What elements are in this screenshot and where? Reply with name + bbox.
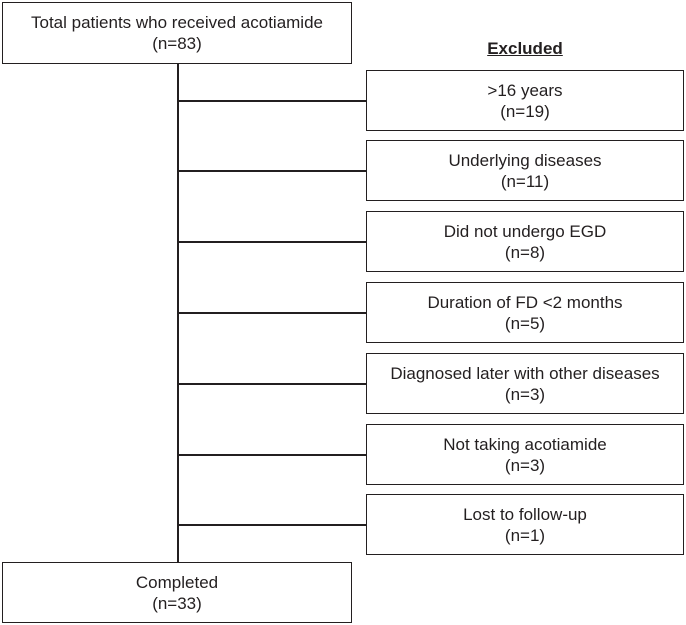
completed-label: Completed	[135, 572, 219, 592]
exclusion-count: (n=19)	[500, 101, 550, 121]
branch-line-4	[177, 312, 366, 314]
exclusion-label: Did not undergo EGD	[443, 221, 607, 241]
exclusion-label: Diagnosed later with other diseases	[390, 363, 660, 383]
exclusion-count: (n=8)	[504, 242, 546, 262]
excluded-heading: Excluded	[487, 39, 563, 58]
branch-line-1	[177, 100, 366, 102]
branch-line-2	[177, 170, 366, 172]
completed-count: (n=33)	[152, 593, 202, 613]
exclusion-box-lost-follow-up: Lost to follow-up (n=1)	[366, 494, 684, 555]
exclusion-box-other-diseases: Diagnosed later with other diseases (n=3…	[366, 353, 684, 414]
exclusion-count: (n=11)	[500, 171, 550, 191]
total-patients-count: (n=83)	[152, 34, 202, 53]
exclusion-box-age: >16 years (n=19)	[366, 70, 684, 131]
total-patients-box: Total patients who received acotiamide (…	[2, 2, 352, 64]
branch-line-7	[177, 524, 366, 526]
branch-line-3	[177, 241, 366, 243]
exclusion-box-not-taking: Not taking acotiamide (n=3)	[366, 424, 684, 485]
exclusion-box-fd-duration: Duration of FD <2 months (n=5)	[366, 282, 684, 343]
exclusion-count: (n=3)	[504, 384, 546, 404]
completed-box: Completed (n=33)	[2, 562, 352, 623]
exclusion-label: >16 years	[487, 80, 563, 100]
exclusion-count: (n=5)	[504, 313, 546, 333]
exclusion-label: Lost to follow-up	[463, 504, 587, 524]
exclusion-label: Underlying diseases	[448, 150, 602, 170]
exclusion-box-underlying-diseases: Underlying diseases (n=11)	[366, 140, 684, 201]
exclusion-box-no-egd: Did not undergo EGD (n=8)	[366, 211, 684, 272]
exclusion-count: (n=1)	[504, 525, 546, 545]
branch-line-6	[177, 454, 366, 456]
exclusion-count: (n=3)	[504, 455, 546, 475]
exclusion-label: Duration of FD <2 months	[427, 292, 623, 312]
exclusion-label: Not taking acotiamide	[443, 434, 607, 454]
branch-line-5	[177, 383, 366, 385]
total-patients-label: Total patients who received acotiamide	[31, 13, 323, 32]
